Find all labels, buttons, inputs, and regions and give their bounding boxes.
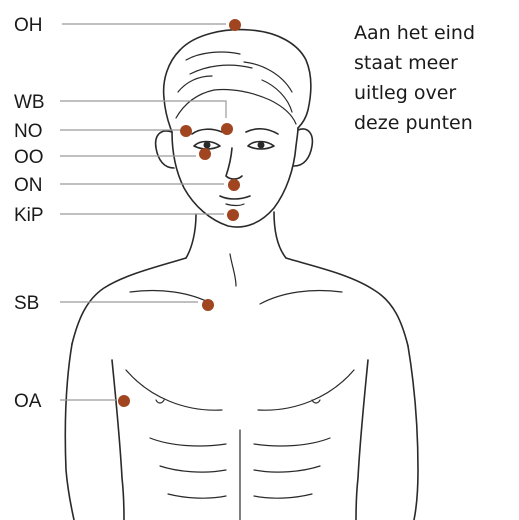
label-wb: WB — [14, 92, 45, 113]
point-no-dot[interactable] — [180, 125, 192, 137]
label-on: ON — [14, 175, 43, 196]
label-oa: OA — [14, 391, 42, 412]
explanation-note: Aan het eind staat meer uitleg over deze… — [354, 18, 519, 138]
label-sb: SB — [14, 293, 39, 314]
label-no: NO — [14, 121, 43, 142]
label-kip: KiP — [14, 205, 44, 226]
label-oo: OO — [14, 147, 44, 168]
note-line: deze punten — [354, 108, 519, 138]
leader-wb — [60, 101, 226, 118]
point-oa-dot[interactable] — [118, 395, 130, 407]
note-line: Aan het eind — [354, 18, 519, 48]
note-line: uitleg over — [354, 78, 519, 108]
point-kip-dot[interactable] — [227, 209, 239, 221]
point-oo-dot[interactable] — [199, 148, 211, 160]
point-on-dot[interactable] — [228, 179, 240, 191]
point-sb-dot[interactable] — [202, 299, 214, 311]
point-wb-dot[interactable] — [221, 123, 233, 135]
point-oh-dot[interactable] — [229, 19, 241, 31]
point-labels: OH WB NO OO ON KiP SB OA — [14, 15, 45, 412]
label-oh: OH — [14, 15, 43, 36]
point-dots — [118, 19, 241, 407]
leader-lines — [60, 24, 226, 400]
note-line: staat meer — [354, 48, 519, 78]
